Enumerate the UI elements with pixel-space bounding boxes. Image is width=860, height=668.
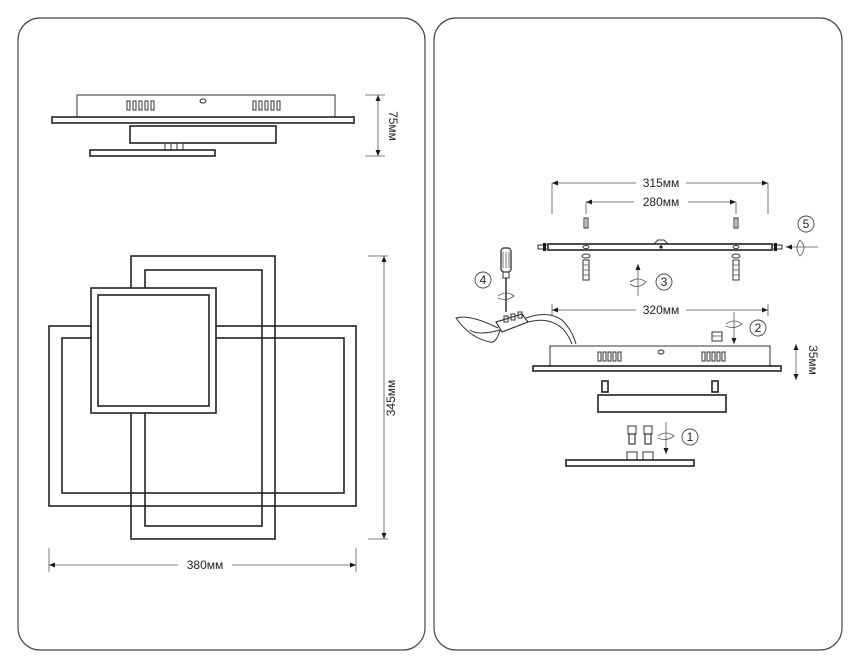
dim-base-width: 320мм <box>551 302 769 317</box>
screwdriver-icon <box>497 247 515 312</box>
left-panel-frame <box>17 17 426 651</box>
dim-label-75: 75мм <box>386 111 400 141</box>
wall-plugs <box>581 253 741 281</box>
step-1-label: 1 <box>687 430 694 444</box>
dim-label-345: 345мм <box>384 380 398 417</box>
dim-label-320: 320мм <box>643 303 680 317</box>
step-1-badge <box>681 428 699 446</box>
dim-label-280: 280мм <box>643 195 680 209</box>
step-4-label: 4 <box>480 273 487 287</box>
canopy-base <box>532 345 782 372</box>
step-2-label: 2 <box>755 321 762 335</box>
screw-hole <box>199 98 207 104</box>
wires <box>455 314 577 345</box>
dim-height-side: 75мм <box>365 94 400 157</box>
driver-box <box>597 380 727 413</box>
dim-height-front: 345мм <box>368 255 398 540</box>
step-5-label: 5 <box>803 217 810 231</box>
step-4-badge <box>474 271 492 289</box>
mounting-bracket <box>537 239 783 251</box>
dim-outer-mount: 315мм <box>551 176 769 214</box>
step-1-connectors: 1 <box>565 422 699 467</box>
step-2-badge <box>749 319 767 337</box>
dim-inner-mount: 280мм <box>585 195 737 214</box>
ceiling-screws <box>583 217 739 229</box>
dim-base-height: 35мм <box>793 344 820 380</box>
front-view <box>48 255 357 540</box>
step-3-label: 3 <box>661 275 668 289</box>
terminal-block <box>495 311 529 333</box>
right-panel-frame <box>433 17 843 651</box>
dim-width-front: 380мм <box>48 548 357 572</box>
step-5-badge <box>797 215 815 233</box>
dim-label-315: 315мм <box>643 176 680 190</box>
vent-slots-right <box>252 100 281 111</box>
side-view <box>51 94 355 157</box>
vent-slots-left <box>126 100 155 111</box>
step-2-rotate-arrow: 2 <box>711 312 767 344</box>
step-3-badge <box>655 273 673 291</box>
dim-label-35: 35мм <box>806 345 820 375</box>
step-3-rotate-arrow: 3 <box>629 264 673 296</box>
dim-label-380: 380мм <box>187 558 224 572</box>
step-5-rotate-arrow: 5 <box>786 215 818 257</box>
